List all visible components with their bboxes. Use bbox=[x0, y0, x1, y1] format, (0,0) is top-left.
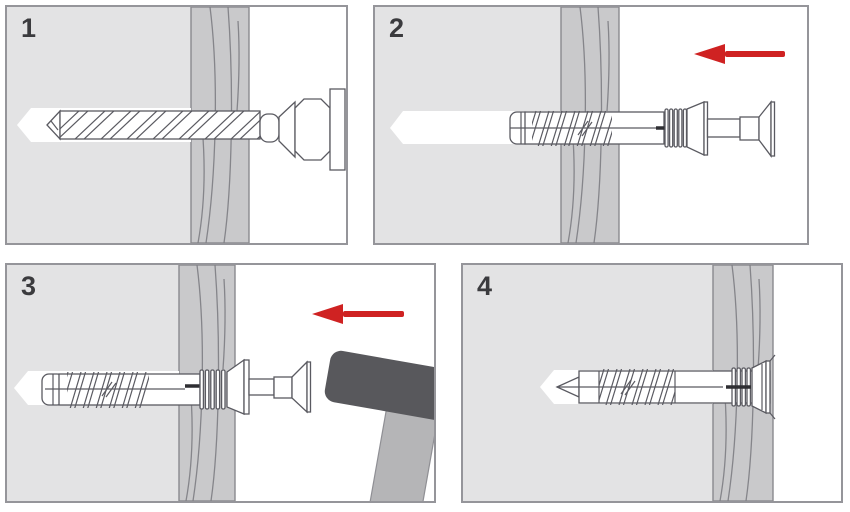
plug-collar bbox=[199, 369, 226, 410]
plug-flange bbox=[686, 101, 705, 157]
left-arrow-icon bbox=[312, 304, 404, 324]
hammer bbox=[324, 350, 434, 501]
nail bbox=[706, 100, 776, 158]
step-number: 1 bbox=[21, 13, 37, 43]
nail-head bbox=[765, 360, 771, 414]
drill-body bbox=[329, 88, 346, 171]
nail bbox=[248, 360, 312, 414]
step-2-panel: 2 bbox=[373, 5, 809, 245]
step-number: 2 bbox=[389, 13, 405, 43]
step-1-illustration bbox=[7, 7, 346, 243]
step-4-illustration bbox=[463, 265, 841, 501]
nail-head bbox=[770, 101, 776, 157]
wall bbox=[463, 265, 841, 501]
anchor-plug bbox=[555, 354, 776, 420]
anchor-plug bbox=[509, 101, 709, 157]
step-1-panel: 1 bbox=[5, 5, 348, 245]
step-number: 4 bbox=[477, 271, 493, 301]
anchor-plug bbox=[41, 358, 250, 415]
drill-bit bbox=[46, 109, 261, 141]
hammer-head bbox=[324, 350, 434, 425]
step-2-illustration bbox=[375, 7, 807, 243]
step-4-panel: 4 bbox=[461, 263, 843, 503]
step-number: 3 bbox=[21, 271, 37, 301]
plug-flange bbox=[751, 359, 767, 415]
left-arrow-icon bbox=[694, 44, 785, 64]
drill-chuck bbox=[259, 88, 346, 171]
step-3-illustration bbox=[7, 265, 434, 501]
step-3-panel: 3 bbox=[5, 263, 436, 503]
plug-collar bbox=[664, 108, 688, 148]
nail-head bbox=[306, 361, 312, 413]
